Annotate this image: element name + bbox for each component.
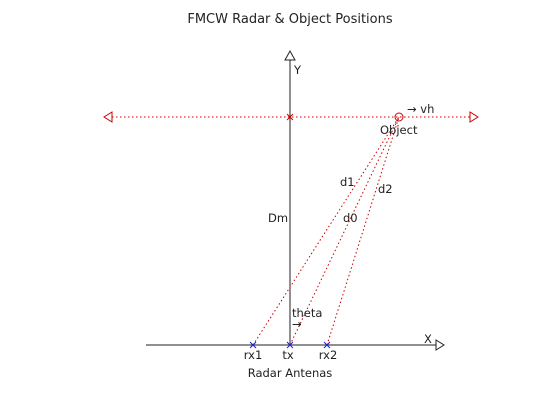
object-velocity-label: → vh <box>407 102 434 116</box>
travel-left-arrowhead <box>103 111 113 123</box>
x-axis-label: X <box>424 332 432 346</box>
travel-right-arrowhead <box>469 111 479 123</box>
antenna-label-rx1: rx1 <box>244 348 263 362</box>
x-axis-arrowhead <box>435 339 445 351</box>
antenna-group-label: Radar Antenas <box>248 366 333 380</box>
path-d2 <box>326 116 400 346</box>
theta-arrow: → <box>292 317 302 331</box>
distance-label-d1: d1 <box>340 175 355 189</box>
antenna-tx-marker <box>286 341 294 349</box>
y-intercept-marker <box>286 113 294 121</box>
theta-label: theta <box>292 306 322 320</box>
y-axis-label: Y <box>293 63 302 77</box>
object-label: Object <box>380 123 418 137</box>
path-d1 <box>252 116 400 346</box>
object-marker <box>394 112 404 122</box>
distance-label-d0: d0 <box>343 211 358 225</box>
antenna-label-rx2: rx2 <box>319 348 338 362</box>
distance-label-d2: d2 <box>378 182 393 196</box>
antenna-label-tx: tx <box>282 348 294 362</box>
antenna-rx2-marker <box>323 341 331 349</box>
diagram-title: FMCW Radar & Object Positions <box>187 12 393 27</box>
distance-label-dm: Dm <box>268 211 288 225</box>
antenna-rx1-marker <box>249 341 257 349</box>
y-axis-arrowhead <box>284 49 296 61</box>
